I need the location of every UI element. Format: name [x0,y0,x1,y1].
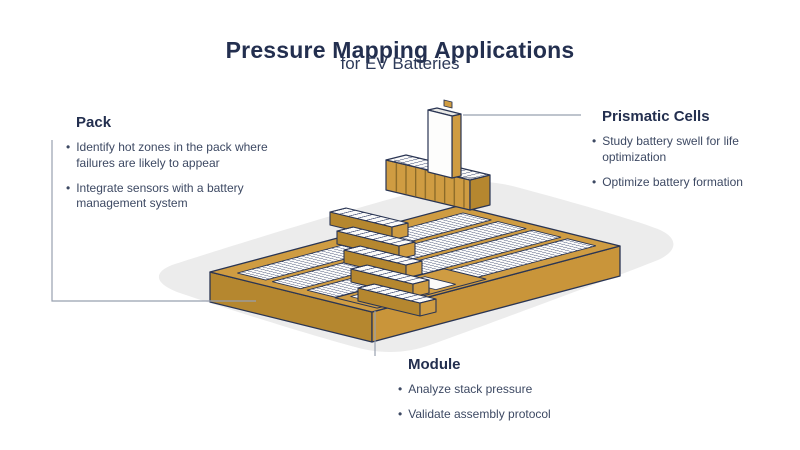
bullet-item: • Validate assembly protocol [398,407,618,423]
bullet-marker: • [398,382,403,396]
bullet-item: • Integrate sensors with a battery manag… [66,181,278,213]
bullet-marker: • [66,180,71,195]
page-subtitle: for EV Batteries [340,54,460,73]
bullet-item: • Analyze stack pressure [398,382,618,398]
bullet-text: Optimize battery formation [602,174,743,189]
section-module-heading: Module [408,356,461,373]
section-prismatic-bullets: • Study battery swell for life optimizat… [592,134,778,190]
bullet-text: Identify hot zones in the pack where fai… [76,140,268,170]
bullet-item: • Study battery swell for life optimizat… [592,134,778,166]
section-module-bullets: • Analyze stack pressure • Validate asse… [398,382,618,423]
bullet-text: Validate assembly protocol [408,406,551,421]
section-pack: Pack • Identify hot zones in the pack wh… [66,114,278,221]
section-prismatic-heading: Prismatic Cells [602,108,710,125]
module-stack [329,207,437,317]
bullet-item: • Optimize battery formation [592,175,778,191]
bullet-item: • Identify hot zones in the pack where f… [66,140,278,172]
bullet-marker: • [398,406,403,421]
bullet-text: Study battery swell for life optimizatio… [602,134,739,164]
connector-line-pack [51,140,256,302]
section-pack-heading: Pack [76,114,112,131]
bullet-text: Analyze stack pressure [408,382,533,396]
section-module: Module • Analyze stack pressure • Valida… [398,356,618,432]
connector-lines [51,114,581,356]
section-pack-bullets: • Identify hot zones in the pack where f… [66,140,278,212]
bullet-marker: • [592,134,597,148]
bullet-marker: • [66,140,71,154]
section-prismatic-cells: Prismatic Cells • Study battery swell fo… [592,108,778,199]
bullet-marker: • [592,174,597,189]
prismatic-cell [393,99,479,179]
page-title: Pressure Mapping Applications [225,37,575,64]
bullet-text: Integrate sensors with a battery managem… [76,180,244,211]
